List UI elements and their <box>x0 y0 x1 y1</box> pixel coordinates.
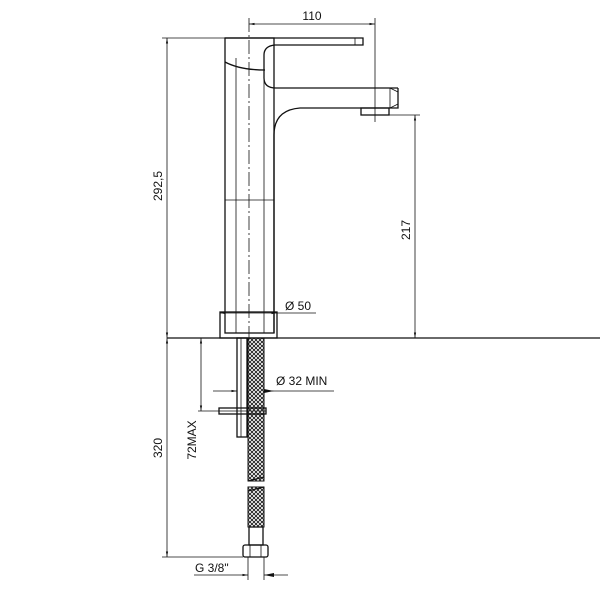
dim-g38-label: G 3/8" <box>195 561 229 575</box>
dim-320-label: 320 <box>151 438 165 458</box>
dimension-hose-length: 320 <box>151 338 243 558</box>
dimension-spout-reach: 110 <box>249 9 376 122</box>
hose-nut <box>242 544 269 558</box>
flexible-hose <box>242 337 269 558</box>
dimension-total-height: 292,5 <box>151 37 225 338</box>
dim-110-label: 110 <box>302 9 321 23</box>
faucet-body <box>219 18 278 345</box>
dim-50-label: Ø 50 <box>285 299 311 313</box>
dim-72max-label: 72MAX <box>185 420 199 459</box>
dim-217-label: 217 <box>399 220 413 240</box>
dimension-connection: G 3/8" <box>194 557 288 580</box>
dimension-hole-diameter: Ø 32 MIN <box>213 374 334 393</box>
dim-292-label: 292,5 <box>151 171 165 201</box>
dimension-base-diameter: Ø 50 <box>220 299 316 315</box>
dimension-spout-height: 217 <box>389 114 420 338</box>
dim-32min-label: Ø 32 MIN <box>276 374 327 388</box>
dimension-deck-thickness: 72MAX <box>185 338 219 460</box>
spout <box>273 87 399 333</box>
lever-handle <box>224 37 398 89</box>
